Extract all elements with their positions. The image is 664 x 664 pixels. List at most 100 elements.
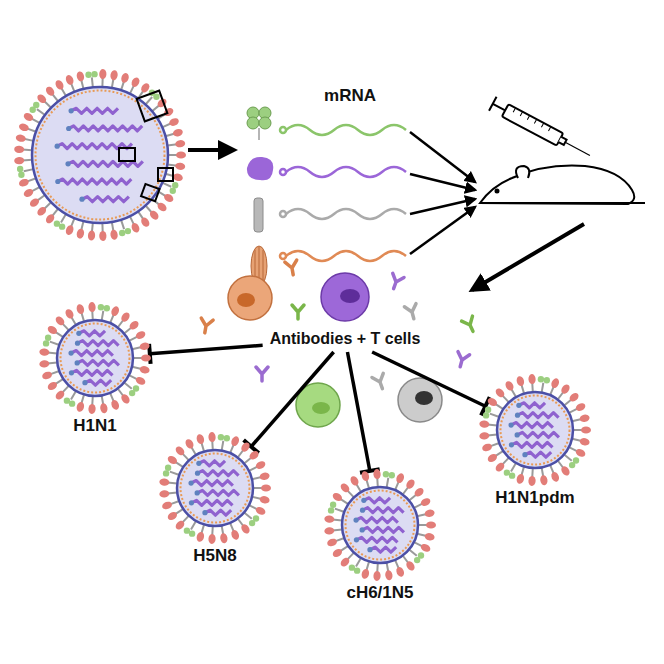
inhibition-connector: [372, 352, 490, 415]
ha-spike: [22, 111, 34, 122]
na-spike: [509, 472, 515, 478]
ha-spike: [331, 547, 343, 559]
antibody: [199, 318, 213, 334]
virus-particle: [14, 69, 186, 241]
ha-spike: [550, 377, 561, 389]
spike-stalk: [102, 311, 104, 321]
ha-spike: [259, 495, 270, 504]
ha-spike: [46, 324, 58, 336]
t-cell: [321, 273, 369, 321]
ha-spike: [36, 93, 48, 105]
membrane: [497, 392, 573, 468]
connector-line: [251, 352, 333, 447]
ha-spike: [230, 529, 241, 541]
highlight-box: [141, 184, 160, 201]
ha-spike: [195, 433, 205, 445]
ha-spike: [54, 315, 66, 327]
na-spike: [59, 223, 65, 229]
rnp-segment: [78, 341, 119, 346]
ha-spike: [219, 533, 228, 544]
ha-spike: [528, 476, 536, 486]
ha-spike: [41, 370, 53, 380]
ha-spike: [99, 231, 107, 241]
ha-spike: [486, 396, 498, 408]
spike-stalk: [50, 342, 59, 345]
polymerase: [367, 547, 372, 552]
ha-spike: [120, 393, 132, 405]
spike-stalk: [124, 382, 132, 388]
antibody: [404, 304, 419, 321]
polymerase: [515, 432, 520, 437]
polymerase: [55, 179, 60, 184]
rnp-segment: [525, 452, 551, 457]
ha-spike: [479, 432, 490, 440]
virus-particle: [324, 469, 436, 581]
spike-stalk: [490, 414, 499, 417]
rnp-segment: [511, 423, 553, 428]
na-spike: [163, 470, 169, 476]
na-icon: [247, 107, 271, 140]
na-spike: [98, 304, 104, 310]
ha-spike: [134, 375, 146, 386]
ha-spike: [208, 432, 216, 442]
rnp-segment: [199, 461, 225, 466]
ha-spike: [550, 471, 561, 483]
ha-spike: [75, 401, 85, 413]
spike-stalk: [511, 463, 516, 472]
na-spike: [418, 552, 424, 558]
ha-spike: [166, 510, 178, 522]
ha-spike: [528, 374, 536, 384]
ha-spike: [405, 560, 417, 572]
rnp-segment: [69, 126, 142, 131]
np-icon: [247, 157, 273, 180]
ha-spike: [128, 319, 140, 331]
rnp-segment: [511, 442, 552, 447]
polymerase: [195, 490, 200, 495]
na-spike: [43, 340, 49, 346]
ha-spike: [261, 484, 271, 491]
na-spike: [85, 72, 91, 78]
spike-stalk: [222, 441, 224, 451]
antibody: [388, 273, 404, 290]
na-spike: [125, 228, 131, 234]
ha-spike: [560, 465, 572, 477]
ha-spike: [339, 556, 351, 568]
antibody: [256, 367, 268, 381]
flow-arrows: [410, 132, 475, 254]
rnp-segment: [356, 537, 397, 542]
flow-arrow: [188, 148, 234, 152]
rnp-segment: [71, 351, 113, 356]
polymerase: [196, 461, 201, 466]
ha-spike: [134, 330, 146, 341]
spike-stalk: [564, 454, 572, 460]
ha-spike: [486, 452, 498, 464]
na-spike: [172, 182, 178, 188]
spike-stalk: [542, 383, 544, 393]
rnp-segment: [197, 490, 239, 495]
strain-label: H1N1pdm: [495, 488, 574, 508]
ha-spike: [54, 79, 65, 91]
rnp-segment: [191, 500, 232, 505]
na-spike: [224, 435, 230, 441]
rnp-segment: [205, 510, 231, 515]
mrna-strands: [280, 125, 406, 261]
ha-spike: [172, 128, 184, 138]
ha-spike: [324, 515, 335, 523]
ha-spike: [230, 435, 241, 447]
polymerase: [508, 422, 513, 427]
virus-particle: [479, 374, 591, 486]
ha-spike: [15, 134, 26, 143]
ha-spike: [426, 521, 436, 528]
rnp-segment: [71, 108, 118, 113]
ha-spike: [76, 228, 85, 239]
matrix-layer: [61, 324, 130, 393]
membrane: [57, 320, 133, 396]
ha-spike: [75, 303, 85, 315]
ha-spike: [481, 442, 493, 452]
rnp-segment: [68, 161, 143, 166]
rnp-segment: [517, 432, 559, 437]
ha-spike: [110, 399, 121, 411]
antibody: [454, 352, 469, 369]
ha-spike: [504, 380, 515, 392]
ha-spike: [110, 229, 119, 240]
